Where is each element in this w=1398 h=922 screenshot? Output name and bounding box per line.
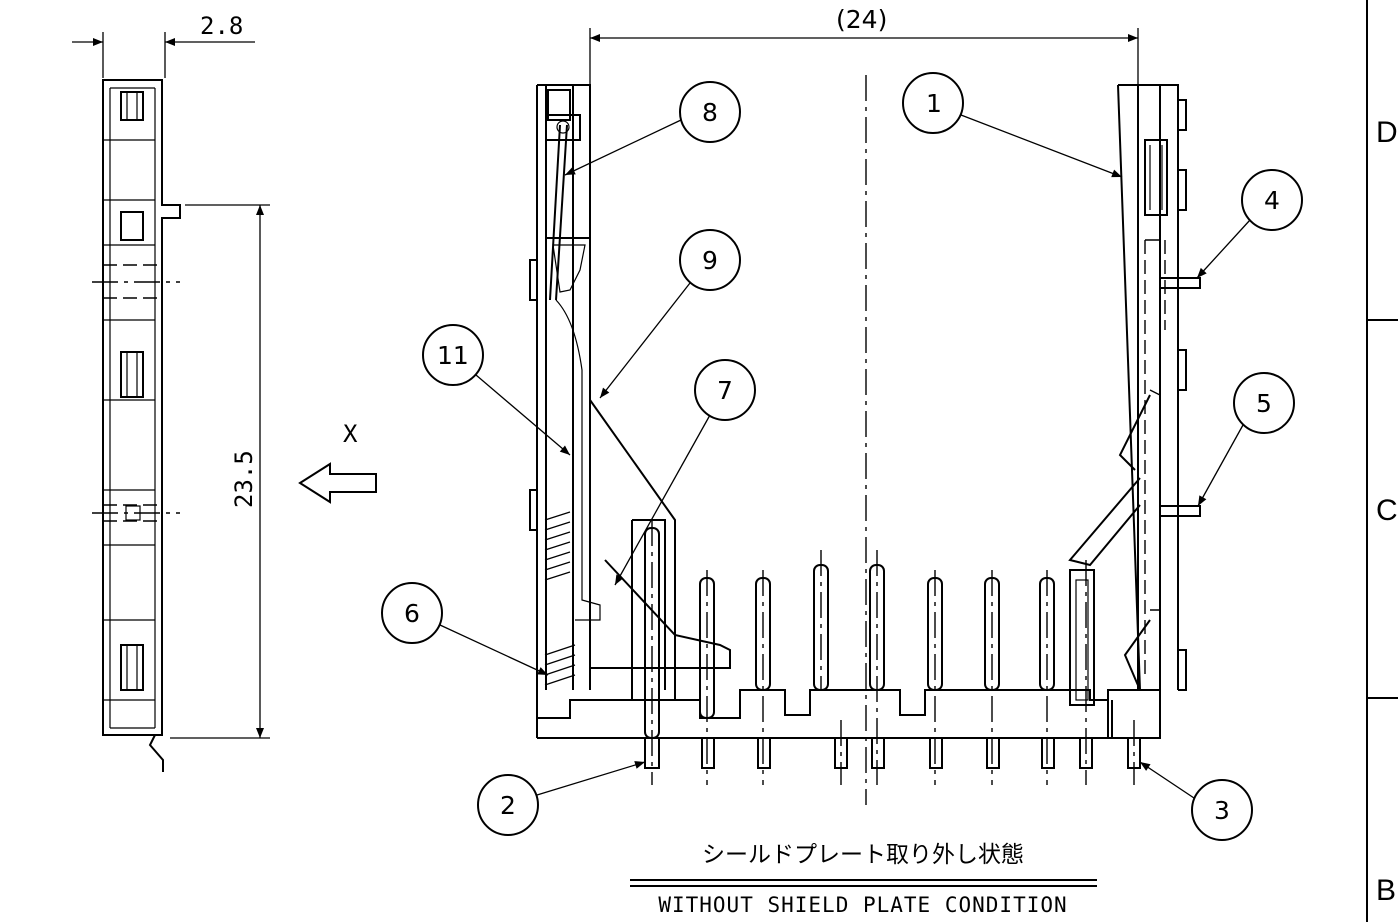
dimension-side-width: 2.8: [72, 12, 255, 78]
dim-23-5-label: 23.5: [230, 450, 258, 508]
dimension-side-height: 23.5: [170, 204, 270, 739]
dimension-overall-width: (24): [589, 5, 1139, 85]
svg-text:9: 9: [702, 246, 718, 275]
svg-text:6: 6: [404, 599, 420, 628]
callout-3: 3: [1139, 761, 1253, 841]
zone-label-b: B: [1376, 874, 1396, 907]
callout-4: 4: [1196, 169, 1303, 279]
callout-1: 1: [902, 72, 1123, 178]
caption-english: WITHOUT SHIELD PLATE CONDITION: [658, 893, 1067, 917]
dim-2-8-label: 2.8: [200, 12, 243, 40]
callout-9: 9: [599, 229, 741, 399]
view-arrow-label: X: [343, 420, 358, 448]
contact-pins: [644, 520, 1141, 785]
view-arrow: X: [298, 420, 377, 504]
caption: シールドプレート取り外し状態 WITHOUT SHIELD PLATE COND…: [630, 842, 1097, 917]
svg-text:3: 3: [1214, 796, 1230, 825]
callout-11: 11: [422, 324, 571, 456]
svg-text:5: 5: [1256, 389, 1272, 418]
svg-text:8: 8: [702, 98, 718, 127]
svg-text:4: 4: [1264, 186, 1280, 215]
side-view: [92, 79, 181, 772]
callout-8: 8: [564, 81, 741, 176]
svg-text:1: 1: [926, 89, 942, 118]
zone-label-c: C: [1376, 494, 1398, 527]
callout-2: 2: [477, 761, 646, 836]
zone-label-d: D: [1376, 116, 1398, 149]
front-view: [529, 75, 1201, 805]
callout-6: 6: [381, 582, 549, 676]
callout-7: 7: [614, 359, 756, 586]
svg-text:7: 7: [717, 376, 733, 405]
dim-24-label: (24): [836, 5, 887, 34]
svg-text:11: 11: [437, 341, 469, 370]
zone-border: D C B: [1366, 0, 1398, 922]
svg-text:2: 2: [500, 791, 516, 820]
caption-japanese: シールドプレート取り外し状態: [702, 842, 1024, 868]
callout-5: 5: [1197, 372, 1295, 507]
